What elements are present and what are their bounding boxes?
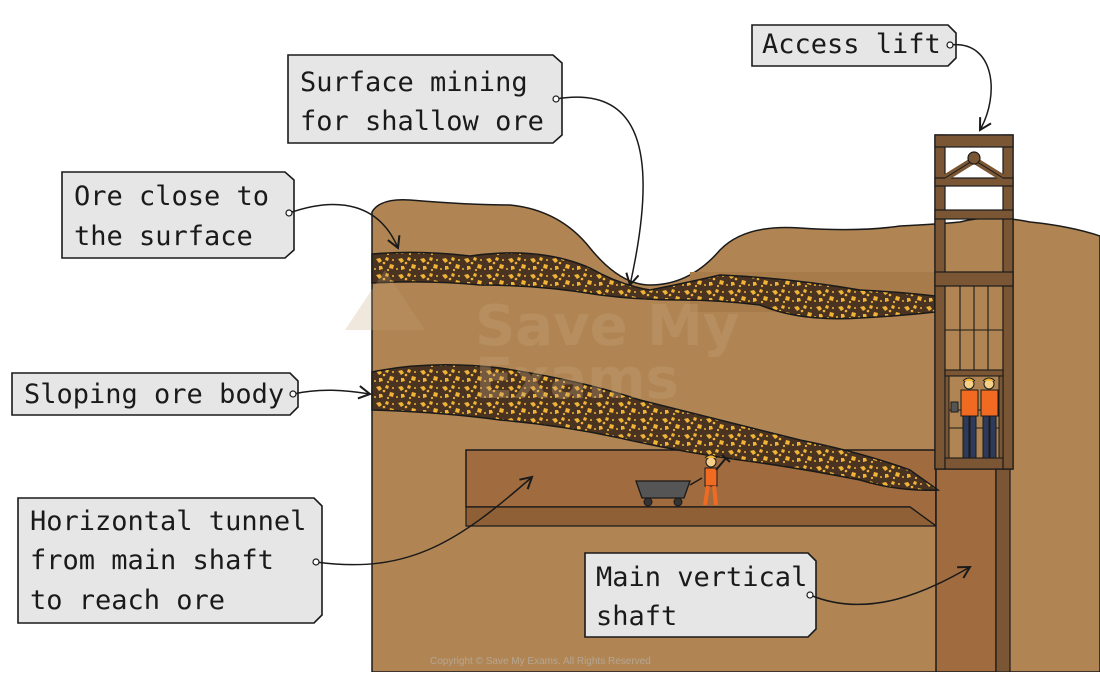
callout-main-shaft: Main vertical shaft [584,552,972,638]
callout-box [751,24,957,67]
anchor-dot [289,390,297,398]
watermark: Save My Exams [345,270,739,412]
anchor-dot [285,209,293,217]
callout-sloping-ore: Sloping ore body [11,372,373,416]
sloping-ore-body [371,364,941,492]
label-surface-mining-line1: Surface mining [300,67,528,98]
callout-ore-close: Ore close to the surface [61,171,401,259]
label-tunnel-line3: to reach ore [30,585,225,616]
headframe-tower [934,134,1014,470]
arrow-surface-mining [555,96,644,288]
label-access-lift: Access lift [762,29,941,60]
label-tunnel-line2: from main shaft [30,545,274,576]
anchor-dot [946,41,954,49]
arrow-sloping-ore [292,385,373,400]
label-ore-close-line1: Ore close to [74,181,269,212]
label-shaft-line2: shaft [596,601,677,632]
callout-box [287,54,563,144]
callout-box [17,497,323,624]
label-surface-mining-line2: for shallow ore [300,106,544,137]
label-ore-close-line2: the surface [74,221,253,252]
anchor-dot [312,558,320,566]
watermark-line1: Save My [475,294,739,359]
arrow-main-shaft [809,565,972,606]
mine-cart [635,477,703,507]
callout-horizontal-tunnel: Horizontal tunnel from main shaft to rea… [17,475,534,624]
label-shaft-line1: Main vertical [596,562,807,593]
callout-surface-mining: Surface mining for shallow ore [287,54,644,288]
callout-box [584,552,817,638]
tunnel-floor [465,506,938,527]
anchor-dot [552,95,560,103]
arrow-horizontal-tunnel [315,475,534,566]
label-tunnel-line1: Horizontal tunnel [30,506,306,537]
callout-box [61,171,295,259]
anchor-dot [806,591,814,599]
arrow-access-lift [949,44,992,132]
tunnel-miner [703,454,731,506]
label-sloping-ore: Sloping ore body [24,379,284,410]
watermark-line2: Exams [475,347,679,412]
lift-workers [950,377,999,459]
arrow-ore-close [288,203,401,250]
callout-access-lift: Access lift [751,24,992,132]
callout-box [11,372,299,416]
copyright-text: Copyright © Save My Exams. All Rights Re… [430,656,651,667]
lift-cable [995,467,1011,673]
